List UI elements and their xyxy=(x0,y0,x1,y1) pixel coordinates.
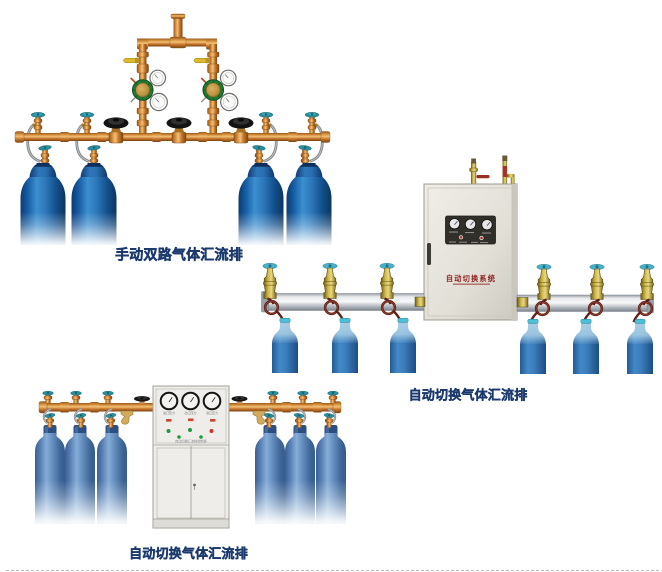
svg-text:进口压力: 进口压力 xyxy=(206,410,218,415)
svg-text:自动切换汇流排控制柜: 自动切换汇流排控制柜 xyxy=(175,439,208,444)
svg-text:进口压力: 进口压力 xyxy=(163,410,175,415)
svg-text:自动切换气体汇流排: 自动切换气体汇流排 xyxy=(409,388,528,403)
svg-text:自动切换系统: 自动切换系统 xyxy=(446,274,496,283)
svg-text:手动双路气体汇流排: 手动双路气体汇流排 xyxy=(115,247,243,263)
svg-text:自动切换气体汇流排: 自动切换气体汇流排 xyxy=(129,546,248,561)
svg-text:出口压力: 出口压力 xyxy=(184,410,196,415)
